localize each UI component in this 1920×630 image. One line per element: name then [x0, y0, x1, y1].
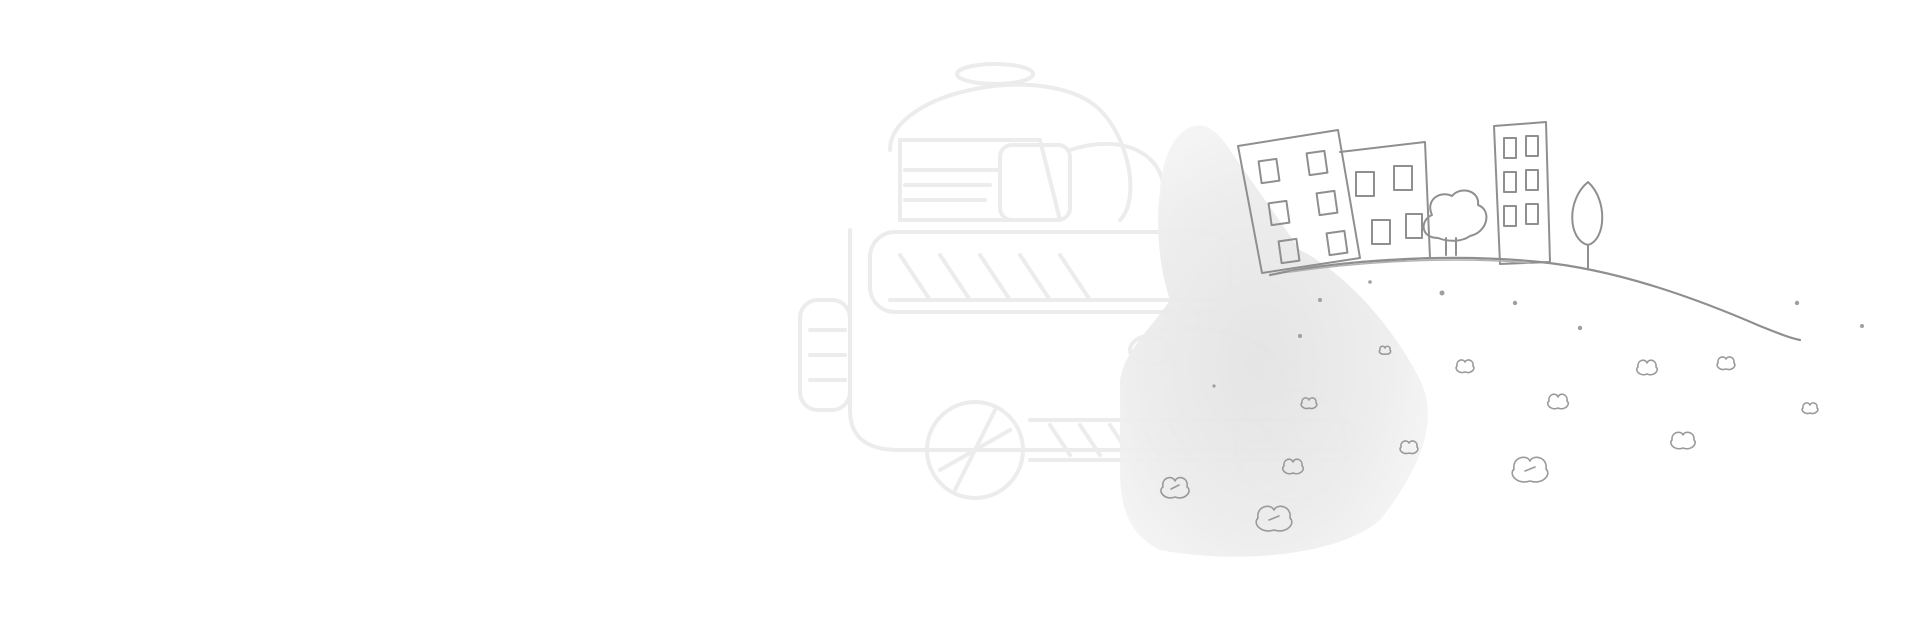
- faint-vehicle-sketch: [798, 62, 1362, 502]
- flower-icon: [1801, 402, 1819, 415]
- flower-icon: [1160, 476, 1190, 499]
- flower-icon: [1670, 431, 1696, 450]
- pencil-trees: [1422, 181, 1604, 269]
- flower-icon: [1281, 458, 1305, 475]
- hill-specks: [1212, 280, 1864, 388]
- pencil-hill: [1268, 256, 1802, 342]
- flower-icon: [1511, 456, 1549, 483]
- flower-icon: [1546, 393, 1570, 410]
- pencil-buildings: [1237, 121, 1551, 274]
- flower-icon: [1300, 397, 1318, 410]
- flower-icon: [1399, 440, 1419, 455]
- flower-icon: [1455, 359, 1475, 374]
- flower-icon: [1255, 505, 1293, 532]
- flower-doodles: [1160, 345, 1819, 532]
- flower-icon: [1716, 356, 1736, 371]
- flower-icon: [1635, 359, 1659, 376]
- grey-watercolor-blob: [1120, 125, 1428, 557]
- flower-icon: [1378, 345, 1392, 355]
